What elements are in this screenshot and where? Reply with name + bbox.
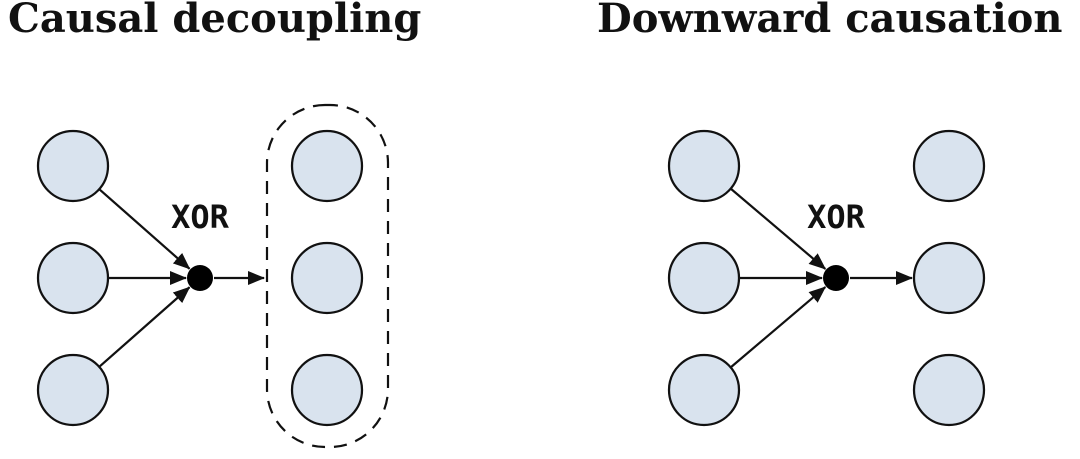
target-node-circle	[912, 241, 986, 315]
source-node-circle	[36, 129, 110, 203]
edge-arrow-in	[729, 187, 827, 270]
panel-title: Causal decoupling	[8, 0, 422, 42]
xor-label: XOR	[171, 198, 229, 236]
source-node-circle	[667, 129, 741, 203]
edge-arrow-in	[98, 188, 191, 270]
dashed-group-outline	[265, 103, 390, 449]
target-node-circle	[912, 353, 986, 427]
panel-downward-causation: Downward causation XOR	[540, 0, 1080, 459]
xor-gate-dot	[187, 265, 213, 291]
source-node-circle	[36, 353, 110, 427]
target-node-circle	[290, 353, 364, 427]
target-node-circle	[912, 129, 986, 203]
edge-arrow-in	[98, 286, 191, 368]
panel-causal-decoupling: Causal decoupling XOR	[8, 0, 422, 449]
downward-causation-diagram	[667, 129, 986, 427]
xor-gate-dot	[823, 265, 849, 291]
edge-arrow-in	[729, 286, 827, 369]
xor-label: XOR	[807, 198, 865, 236]
causal-decoupling-diagram	[36, 103, 390, 449]
source-node-circle	[667, 241, 741, 315]
source-node-circle	[667, 353, 741, 427]
target-node-circle	[290, 129, 364, 203]
panel-title: Downward causation	[597, 0, 1063, 42]
target-node-circle	[290, 241, 364, 315]
source-node-circle	[36, 241, 110, 315]
